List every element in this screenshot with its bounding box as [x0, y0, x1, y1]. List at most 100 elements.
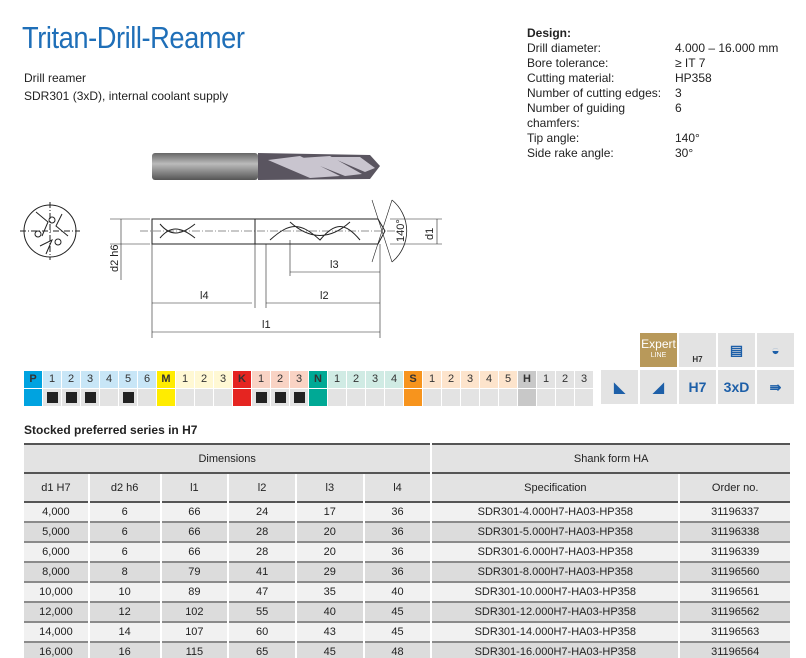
material-subgroup: 4: [480, 371, 498, 406]
column-header: d2 h6: [89, 474, 160, 503]
label-l2: l2: [320, 290, 329, 302]
subgroup-number: 1: [423, 371, 441, 388]
material-subgroup: 1: [423, 371, 441, 406]
suitable-marker: [293, 392, 305, 403]
table-cell: SDR301-10.000H7-HA03-HP358: [432, 583, 679, 603]
material-subgroup: 2: [271, 371, 289, 406]
table-cell: 66: [161, 503, 228, 523]
design-value: ≥ IT 7: [675, 56, 706, 70]
table-cell: 102: [161, 603, 228, 623]
subgroup-number: 4: [480, 371, 498, 388]
material-group-label: N: [309, 371, 327, 388]
cross-section-view: [20, 202, 80, 260]
material-group-label: H: [518, 371, 536, 388]
design-row: Tip angle:140°: [527, 131, 778, 146]
material-subgroup: 1: [537, 371, 555, 406]
material-subgroup: 3: [575, 371, 593, 406]
table-cell: 45: [296, 643, 363, 658]
table-cell: 45: [364, 603, 431, 623]
label-l1: l1: [262, 319, 271, 331]
h7-tolerance-icon: H7: [679, 370, 716, 404]
design-key: Number of cutting edges:: [527, 86, 662, 100]
drill-illustration: d2 h6 d1 140° l3 l2 l4 l1: [20, 153, 442, 338]
subgroup-number: 2: [347, 371, 365, 388]
material-subgroup: 3: [366, 371, 384, 406]
material-subgroup: 6: [138, 371, 156, 406]
table-cell: 8: [89, 563, 160, 583]
suitable-marker: [84, 392, 96, 403]
material-group-label: M: [157, 371, 175, 388]
table-cell: 31196561: [680, 583, 790, 603]
table-cell: 6: [89, 543, 160, 563]
subgroup-number: 2: [271, 371, 289, 388]
subgroup-number: 1: [176, 371, 194, 388]
column-header: l4: [364, 474, 431, 503]
table-cell: SDR301-12.000H7-HA03-HP358: [432, 603, 679, 623]
subgroup-number: 6: [138, 371, 156, 388]
subgroup-number: 5: [499, 371, 517, 388]
design-key: Cutting material:: [527, 71, 615, 85]
table-cell: 60: [229, 623, 295, 643]
table-cell: 40: [364, 583, 431, 603]
label-angle: 140°: [395, 219, 407, 242]
table-cell: 45: [364, 623, 431, 643]
table-cell: 31196562: [680, 603, 790, 623]
suitable-marker: [46, 392, 58, 403]
design-value: HP358: [675, 71, 712, 85]
page-title: Tritan-Drill-Reamer: [22, 20, 245, 55]
subgroup-number: 3: [81, 371, 99, 388]
material-group-H: H: [518, 371, 536, 406]
design-row: Number of cutting edges:3: [527, 86, 778, 101]
design-row: Number of guiding chamfers: 6: [527, 101, 778, 131]
suitable-marker: [65, 392, 77, 403]
subgroup-number: 4: [100, 371, 118, 388]
subgroup-number: 3: [214, 371, 232, 388]
group-shank-form: Shank form HA: [432, 443, 790, 474]
table-cell: 36: [364, 543, 431, 563]
table-cell: 41: [229, 563, 295, 583]
subgroup-number: 2: [62, 371, 80, 388]
subgroup-number: 3: [290, 371, 308, 388]
suitable-marker: [255, 392, 267, 403]
material-subgroup: 3: [461, 371, 479, 406]
design-value: 6: [675, 101, 682, 115]
design-key: Number of guiding chamfers:: [527, 101, 626, 130]
subtitle-series: SDR301 (3xD), internal coolant supply: [24, 89, 229, 103]
label-d2: d2 h6: [109, 244, 121, 272]
drill-photo: [152, 153, 380, 180]
table-cell: 107: [161, 623, 228, 643]
material-group-label: S: [404, 371, 422, 388]
material-subgroup: 3: [214, 371, 232, 406]
expert-label: Expert: [641, 337, 676, 351]
table-cell: 31196564: [680, 643, 790, 658]
table-cell: 12,000: [24, 603, 88, 623]
column-header: d1 H7: [24, 474, 88, 503]
table-cell: 16: [89, 643, 160, 658]
subgroup-number: 1: [537, 371, 555, 388]
3xd-length-icon: 3xD: [718, 370, 755, 404]
material-group-label: K: [233, 371, 251, 388]
line-label: LINE: [650, 352, 667, 359]
table-cell: 36: [364, 523, 431, 543]
design-key: Tip angle:: [527, 131, 580, 145]
table-cell: 14: [89, 623, 160, 643]
table-cell: SDR301-6.000H7-HA03-HP358: [432, 543, 679, 563]
design-key: Side rake angle:: [527, 146, 614, 160]
subgroup-number: 3: [461, 371, 479, 388]
design-row: Cutting material: HP358: [527, 71, 778, 86]
subgroup-number: 1: [43, 371, 61, 388]
label-l3: l3: [330, 259, 339, 271]
table-cell: 89: [161, 583, 228, 603]
table-cell: 31196339: [680, 543, 790, 563]
design-value: 4.000 – 16.000 mm: [675, 41, 779, 55]
table-cell: SDR301-5.000H7-HA03-HP358: [432, 523, 679, 543]
